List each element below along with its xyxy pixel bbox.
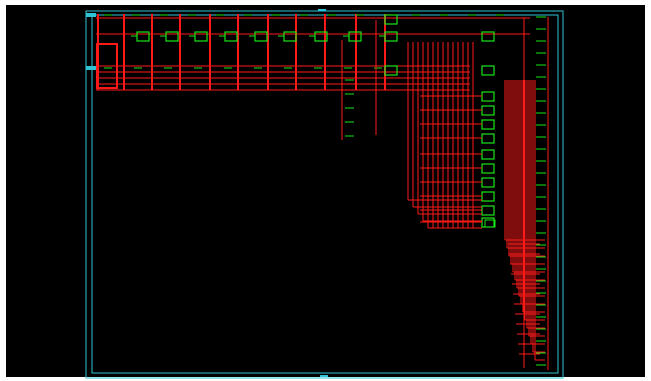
- right-cell: [481, 191, 495, 202]
- register-cell: [224, 31, 238, 42]
- register-cell: [165, 31, 179, 42]
- right-cell: [484, 219, 496, 228]
- register-cell: [136, 31, 150, 42]
- right-cell: [481, 217, 495, 228]
- right-cell: [481, 91, 495, 102]
- register-cell: [283, 31, 297, 42]
- register-cell: [194, 31, 208, 42]
- right-cell: [481, 205, 495, 216]
- right-cell: [481, 105, 495, 116]
- register-cell: [481, 31, 495, 42]
- right-cell: [481, 163, 495, 174]
- register-cell: [384, 31, 398, 42]
- register-cell: [384, 14, 398, 25]
- right-cell: [481, 177, 495, 188]
- left-port-top: [86, 13, 96, 17]
- register-cell: [384, 65, 398, 76]
- left-port-mid: [86, 66, 96, 70]
- right-cell: [481, 133, 495, 144]
- right-cell: [481, 119, 495, 130]
- register-cell: [481, 65, 495, 76]
- right-cell: [481, 149, 495, 160]
- register-cell: [254, 31, 268, 42]
